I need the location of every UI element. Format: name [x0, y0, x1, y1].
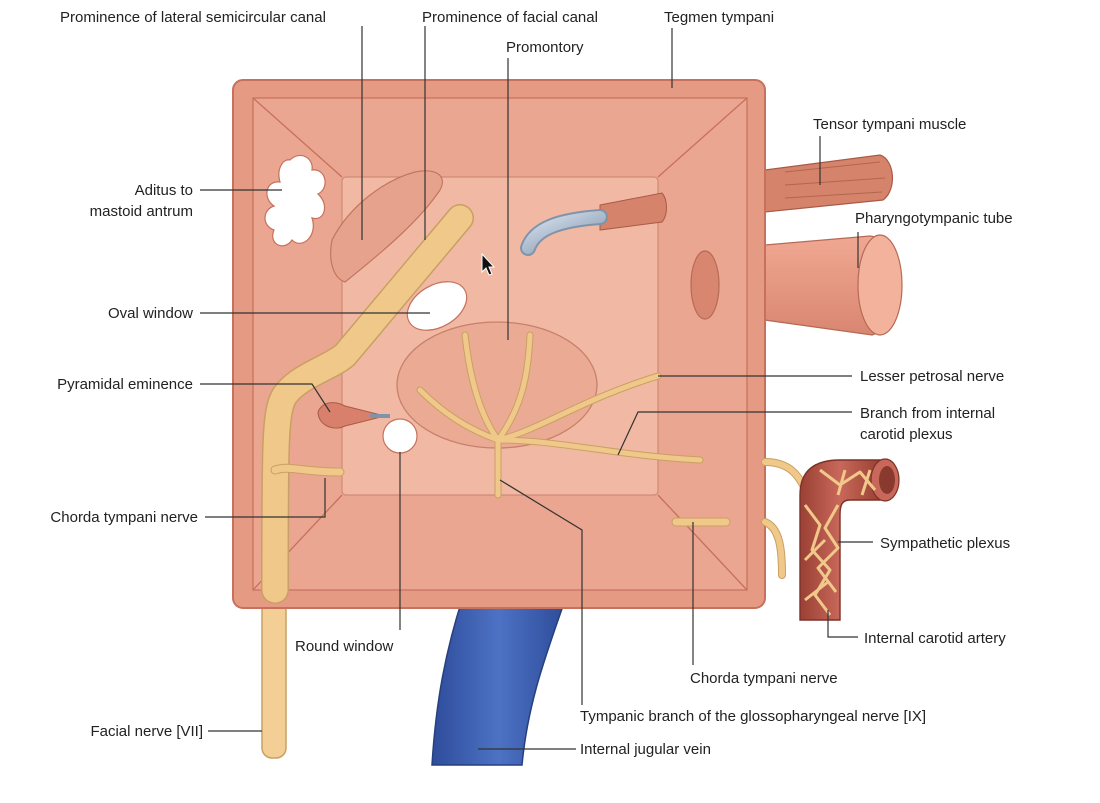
- promontory-shape: [396, 321, 598, 449]
- tensor-tympani-muscle-outer: [764, 154, 893, 213]
- label-branch-internal-carotid-line2: carotid plexus: [860, 426, 953, 443]
- label-chorda-tympani-nerve-left: Chorda tympani nerve: [50, 509, 198, 526]
- label-tympanic-branch-glossopharyngeal: Tympanic branch of the glossopharyngeal …: [580, 708, 926, 725]
- label-round-window: Round window: [295, 638, 394, 655]
- carotid-lumen: [879, 466, 895, 494]
- internal-jugular-vein-shape: [431, 599, 567, 766]
- label-prominence-lateral-semicircular-canal: Prominence of lateral semicircular canal: [60, 9, 326, 26]
- label-chorda-tympani-nerve-right: Chorda tympani nerve: [690, 670, 838, 687]
- label-pyramidal-eminence: Pyramidal eminence: [57, 376, 193, 393]
- lateral-semicircular-prominence: [330, 170, 443, 283]
- label-aditus-line1: Aditus to: [135, 182, 193, 199]
- label-facial-nerve: Facial nerve [VII]: [90, 723, 203, 740]
- label-sympathetic-plexus: Sympathetic plexus: [880, 535, 1010, 552]
- label-branch-internal-carotid-line1: Branch from internal: [860, 405, 995, 422]
- label-internal-jugular-vein: Internal jugular vein: [580, 741, 711, 758]
- muscle-striations: [784, 161, 886, 199]
- tensor-tympani-inside: [599, 192, 667, 231]
- mouse-pointer-icon: [481, 252, 496, 276]
- label-lesser-petrosal-nerve: Lesser petrosal nerve: [860, 368, 1004, 385]
- round-window-shape: [382, 418, 418, 454]
- aditus-opening: [264, 155, 326, 247]
- perspective-lines: [252, 97, 748, 591]
- sympathetic-plexus-network: [803, 468, 877, 616]
- label-tegmen-tympani: Tegmen tympani: [664, 9, 774, 26]
- label-aditus-line2: mastoid antrum: [90, 203, 193, 220]
- label-oval-window: Oval window: [108, 305, 193, 322]
- label-tensor-tympani-muscle: Tensor tympani muscle: [813, 116, 966, 133]
- tube-inner-opening: [690, 250, 720, 320]
- label-prominence-facial-canal: Prominence of facial canal: [422, 9, 598, 26]
- tube-opening: [857, 234, 903, 336]
- facial-nerve-trunk: [261, 599, 287, 759]
- oval-window-shape: [406, 281, 468, 331]
- tendon-highlight: [522, 211, 606, 254]
- tympanic-plexus: [416, 331, 704, 499]
- chorda-tympani-left-shape: [271, 464, 344, 476]
- leader-lines: [200, 26, 873, 750]
- label-internal-carotid-artery: Internal carotid artery: [864, 630, 1006, 647]
- label-promontory: Promontory: [506, 39, 584, 56]
- label-pharyngotympanic-tube: Pharyngotympanic tube: [855, 210, 1013, 227]
